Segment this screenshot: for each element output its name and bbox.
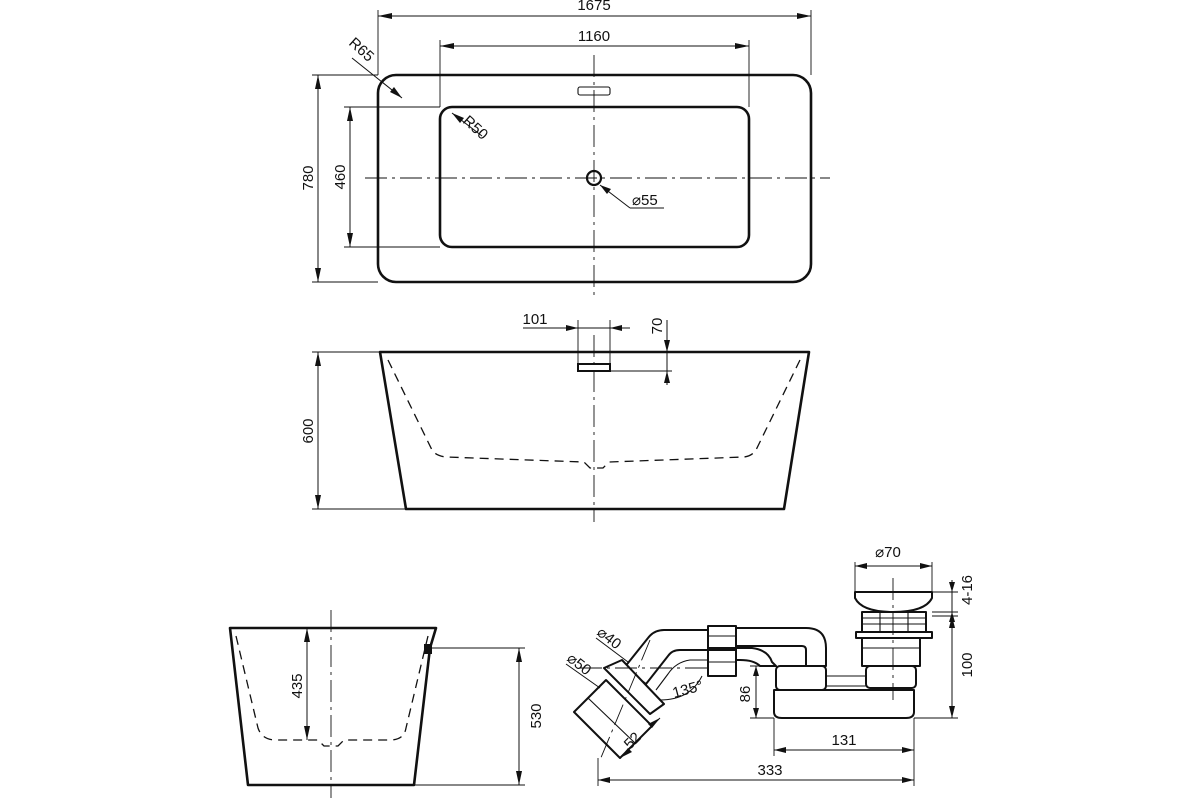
dim-label-600: 600	[300, 418, 317, 443]
coupling-nut-lower	[707, 649, 737, 677]
dim-label-435: 435	[289, 673, 306, 698]
top-view-outer-rim	[376, 73, 813, 284]
front-overflow-outlet	[577, 363, 611, 372]
overflow-pipe	[735, 627, 827, 667]
drain-body-lower	[865, 665, 917, 689]
side-view-outline	[228, 626, 438, 787]
dim-label-total-length: 333	[757, 762, 782, 779]
dim-label-trap-height: 86	[737, 686, 754, 703]
outlet-coupling	[603, 659, 665, 715]
dim-label-pipe-50: ⌀50	[564, 650, 595, 679]
dim-label-plug-diameter: ⌀70	[875, 544, 901, 561]
siphon-trap	[773, 689, 915, 719]
radius-label-r50: R50	[459, 112, 491, 143]
coupling-nut-upper	[707, 625, 737, 649]
dim-label-angle: 135°	[671, 677, 705, 701]
dim-label-1160: 1160	[578, 28, 610, 45]
dim-label-plug-thickness: 4-16	[959, 575, 976, 605]
dim-label-530: 530	[528, 703, 545, 728]
dim-label-70: 70	[649, 318, 666, 335]
side-view: 435 530	[228, 610, 545, 798]
front-view: 101 70 600	[300, 311, 811, 522]
radius-label-r65: R65	[345, 34, 377, 65]
dim-label-trap-length: 131	[831, 732, 856, 749]
drain-diameter-label: ⌀55	[632, 192, 658, 209]
front-view-outline	[378, 350, 811, 511]
drain-plug-cap	[854, 591, 933, 613]
drain-body	[861, 637, 921, 667]
top-view-inner-basin	[438, 105, 751, 249]
dim-label-460: 460	[332, 164, 349, 189]
dim-label-kit-height: 100	[959, 652, 976, 677]
drain-siphon-kit: ⌀70 4-16 100 86 131 333	[564, 544, 976, 786]
side-view-inner-contour	[235, 635, 429, 747]
top-view: 1675 1160 R65 R50 780 460 ⌀55	[300, 0, 830, 296]
dim-label-780: 780	[300, 165, 317, 190]
dim-label-1675: 1675	[577, 0, 610, 14]
drain-plug-thread	[861, 611, 927, 633]
dim-label-101: 101	[522, 311, 547, 328]
siphon-riser	[775, 665, 827, 691]
side-overflow-outlet	[424, 644, 432, 654]
dim-label-pipe-40: ⌀40	[594, 624, 625, 653]
